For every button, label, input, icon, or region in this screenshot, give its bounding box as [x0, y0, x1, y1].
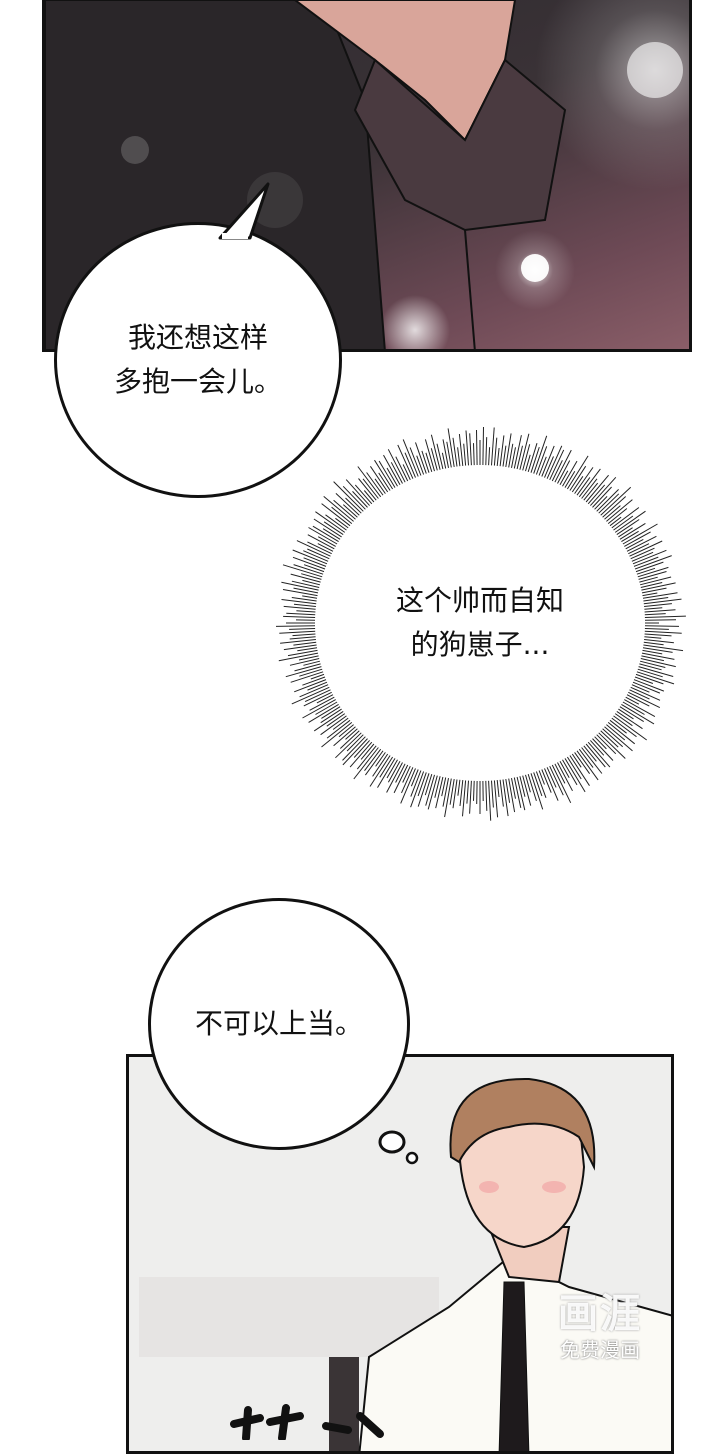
speech-bubble-tail — [200, 180, 280, 240]
bokeh-light — [521, 254, 549, 282]
bubble-line: 这个帅而自知 — [396, 579, 564, 623]
speech-bubble-bottom-text: 不可以上当。 — [195, 1002, 363, 1046]
watermark: 画涯 免费漫画 — [558, 1290, 642, 1362]
bubble-line: 的狗崽子... — [396, 623, 564, 667]
speech-bubble-top-text: 我还想这样 多抱一会儿。 — [114, 316, 282, 404]
tie-shape — [499, 1282, 529, 1454]
thought-bubble-text: 这个帅而自知 的狗崽子... — [396, 579, 564, 667]
watermark-logo: 画涯 — [558, 1290, 642, 1338]
blush-mark — [542, 1181, 566, 1193]
bubble-line: 不可以上当。 — [195, 1002, 363, 1046]
cut-off-sfx-lettering — [230, 1404, 390, 1440]
bubble-line: 多抱一会儿。 — [114, 360, 282, 404]
bokeh-light — [121, 136, 149, 164]
watermark-subtitle: 免费漫画 — [558, 1338, 642, 1362]
bubble-line: 我还想这样 — [114, 316, 282, 360]
blush-mark — [479, 1181, 499, 1193]
thought-burst-bubble: 这个帅而自知 的狗崽子... — [270, 418, 690, 828]
thought-trail-dots — [370, 1122, 430, 1172]
shirt-seam — [465, 230, 475, 352]
bokeh-light — [627, 42, 683, 98]
speech-bubble-bottom: 不可以上当。 — [148, 898, 410, 1150]
